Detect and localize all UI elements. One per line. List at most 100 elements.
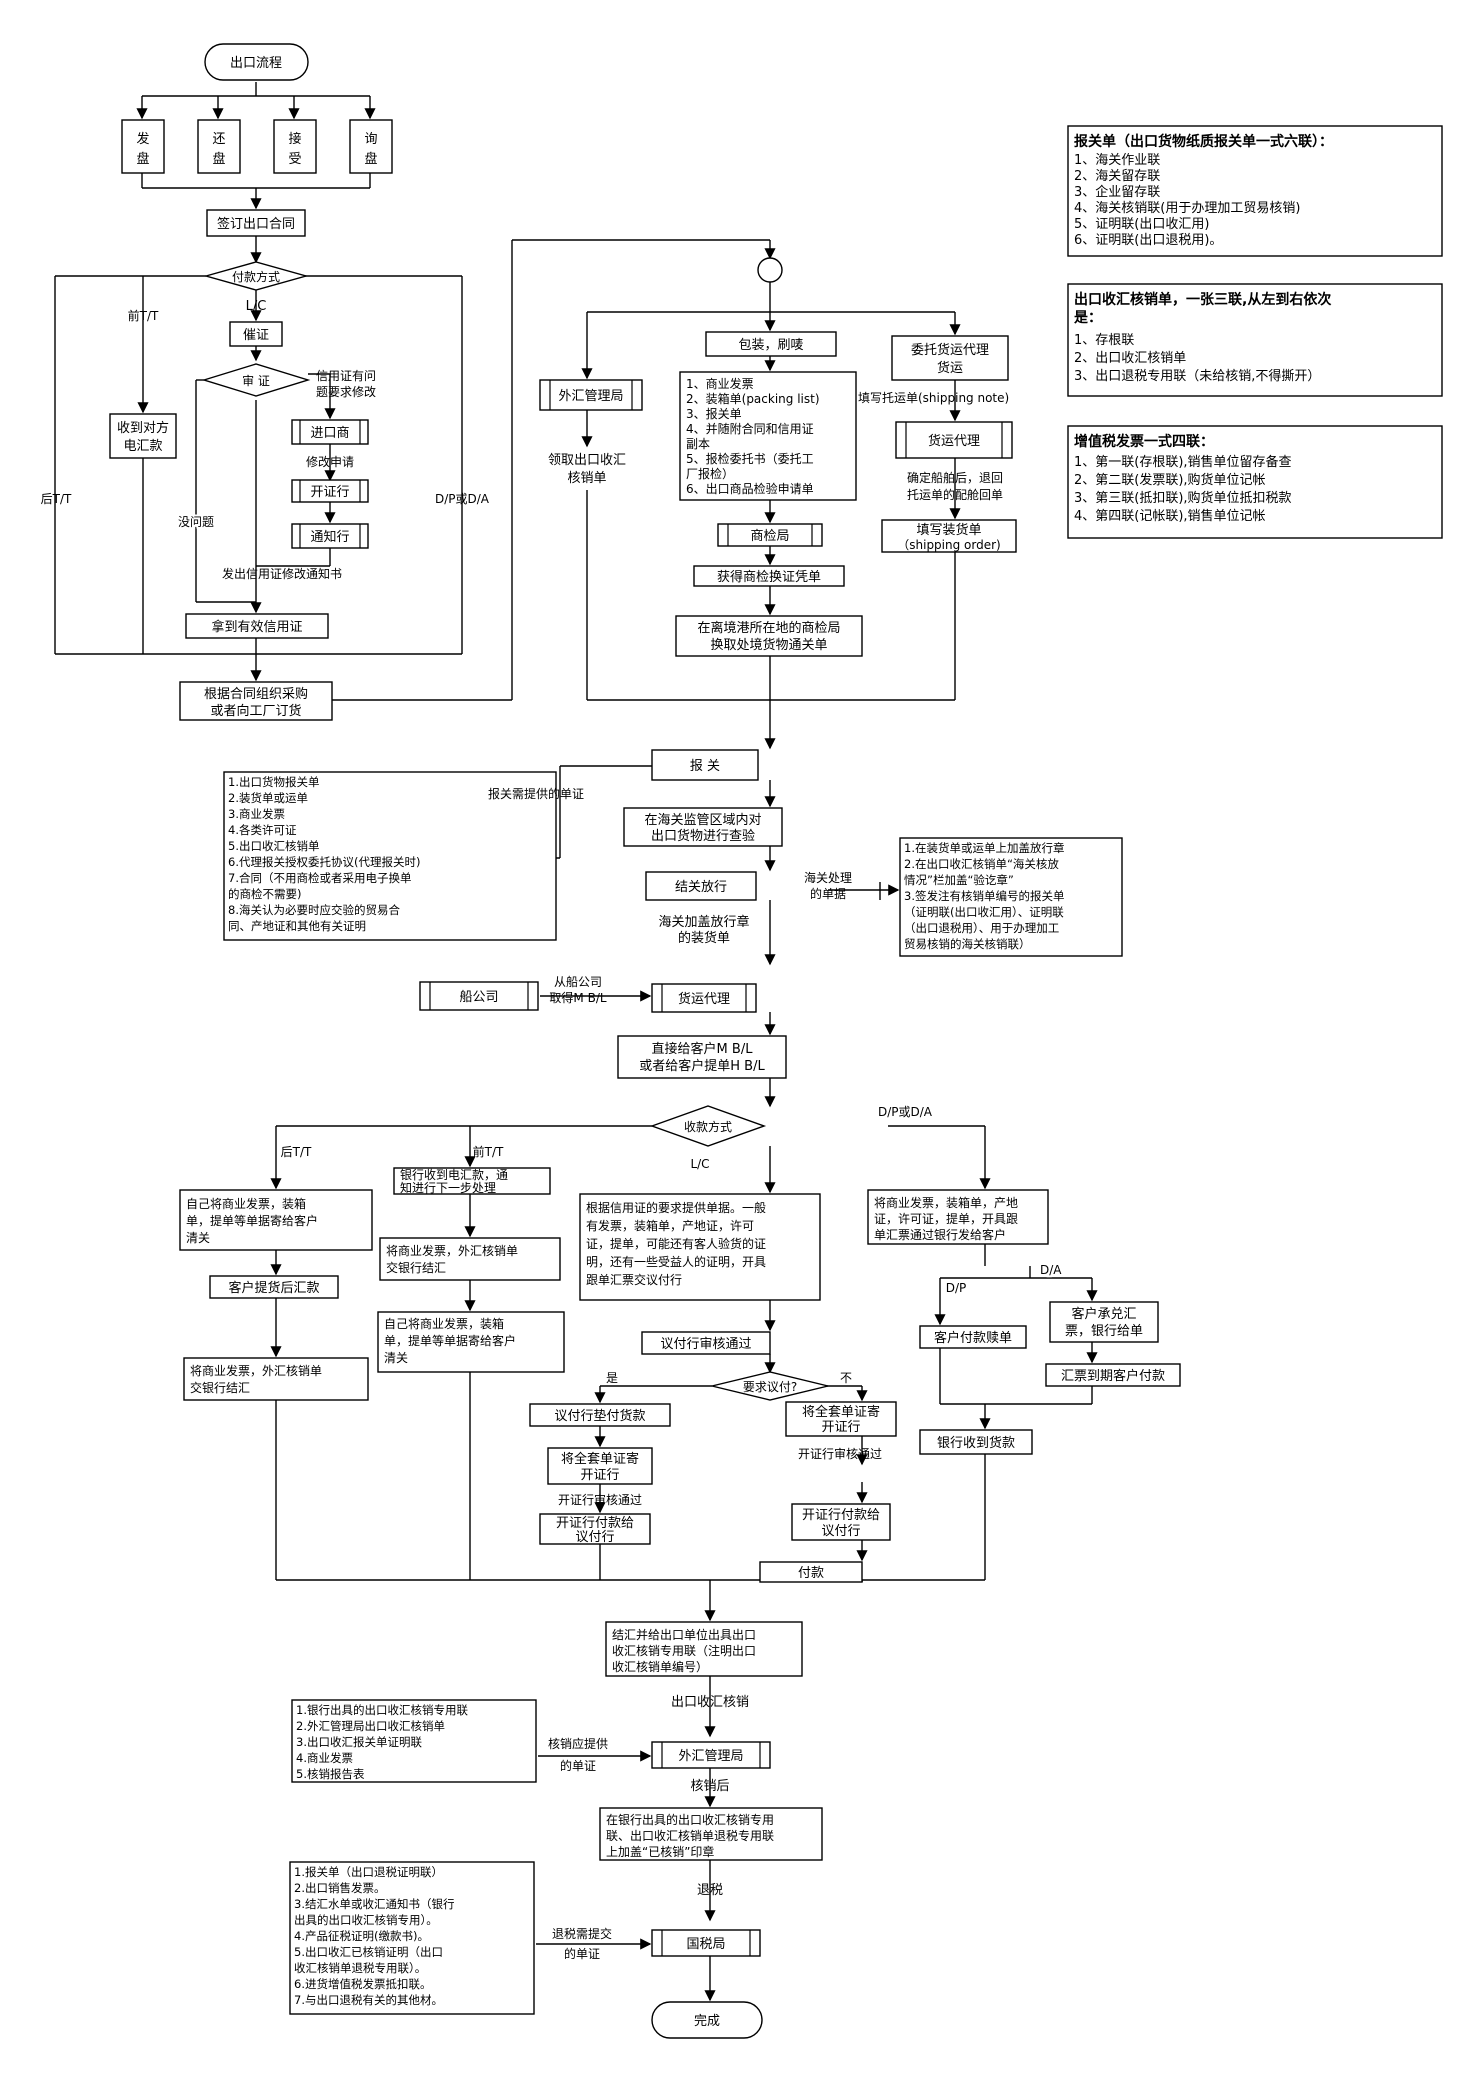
- verify-docs-2: 2.外汇管理局出口收汇核销单: [296, 1719, 445, 1733]
- shipping-order-2: （shipping order): [897, 538, 1000, 552]
- customer-pays-dp-box: [919, 1325, 1027, 1349]
- refund-docs-5: 4.产品征税证明(缴款书)。: [294, 1929, 429, 1943]
- note2-item-1: 1、存根联: [1074, 333, 1134, 348]
- stamp-verified-2: 联、出口收汇核销单退税专用联: [606, 1828, 774, 1843]
- entrust-agent-2: 货运: [937, 360, 963, 376]
- procure-2: 或者向工厂订货: [210, 703, 301, 719]
- note3-item-4: 4、第四联(记帐联),销售单位记帐: [1074, 508, 1266, 524]
- verify-docs-label-1: 核销应提供: [548, 1736, 608, 1751]
- lc-issue-note-1: 信用证有问: [316, 369, 376, 383]
- refund-docs-9: 7.与出口退税有关的其他材。: [294, 1993, 443, 2007]
- note1-item-1: 1、海关作业联: [1074, 153, 1160, 168]
- issuer-pays-nego2-2: 议付行: [821, 1524, 860, 1539]
- shipping-order-box: [881, 519, 1017, 553]
- amend-notice-label: 发出信用证修改通知书: [222, 566, 342, 581]
- inspection-box: [717, 523, 823, 547]
- forex-bureau-label: 外汇管理局: [558, 389, 623, 404]
- customs-docs-2: 2.在出口收汇核销单“海关核放: [904, 857, 1059, 871]
- refund-docs-3: 3.结汇水单或收汇通知书（银行: [294, 1897, 454, 1911]
- declare-docs-box: [223, 771, 557, 941]
- release-box: [645, 871, 757, 901]
- dpda-label-2: D/P或D/A: [878, 1105, 933, 1119]
- note1-item-5: 5、证明联(出口收汇用): [1074, 217, 1209, 232]
- forex-bureau2-box: [651, 1741, 771, 1769]
- customer-pays-dp-label: 客户付款赎单: [934, 1330, 1012, 1346]
- nego-box-4: [349, 119, 393, 174]
- valid-lc-box: [185, 613, 329, 639]
- dpda-label-top: D/P或D/A: [435, 492, 490, 506]
- yes-label: 是: [606, 1371, 618, 1385]
- issuing-bank-box: [291, 479, 369, 503]
- freight-agent-box: [895, 421, 1013, 459]
- docs-list-2: 2、装箱单(packing list): [686, 391, 820, 406]
- pre-tt-send-1: 自己将商业发票，装箱: [384, 1316, 504, 1331]
- declare-docs-3: 3.商业发票: [228, 807, 285, 821]
- nego-pays-box: [529, 1403, 671, 1427]
- note1-box: [1067, 125, 1443, 257]
- send-docs-no-2: 开证行: [821, 1420, 860, 1435]
- importer-label: 进口商: [310, 426, 349, 441]
- verify-docs-1: 1.银行出具的出口收汇核销专用联: [296, 1703, 468, 1717]
- stamp-verified-1: 在银行出具的出口收汇核销专用: [606, 1812, 774, 1827]
- clearance-box: [675, 615, 863, 657]
- docs-list-7: 厂报检）: [686, 466, 734, 481]
- no-problem-label: 没问题: [178, 514, 214, 529]
- bank-receive-2: 知进行下一步处理: [400, 1181, 496, 1195]
- declare-box: [651, 749, 759, 781]
- freight-agent2-label: 货运代理: [678, 991, 730, 1007]
- bank-got-payment-box: [919, 1429, 1033, 1455]
- customer-accepts-box: [1049, 1301, 1159, 1343]
- pre-tt-label: 前T/T: [128, 308, 159, 323]
- importer-box: [291, 419, 369, 445]
- entrust-agent-box: [891, 335, 1009, 381]
- advising-bank-label: 通知行: [310, 529, 349, 545]
- issuer-pays-nego-1: 开证行付款给: [556, 1516, 634, 1531]
- post-tt-settle-1: 将商业发票，外汇核销单: [190, 1363, 322, 1378]
- customs-docs-1: 1.在装货单或运单上加盖放行章: [904, 841, 1064, 855]
- refund-docs-6: 5.出口收汇已核销证明（出口: [294, 1945, 443, 1959]
- procure-box: [179, 681, 333, 721]
- sign-contract-label: 签订出口合同: [217, 216, 295, 232]
- declare-label: 报 关: [690, 759, 720, 774]
- collect-method-label: 收款方式: [684, 1119, 732, 1134]
- customer-accepts-2: 票，银行给单: [1065, 1324, 1143, 1339]
- nego-4-a: 询: [364, 132, 377, 147]
- note1-item-6: 6、证明联(出口退税用)。: [1074, 233, 1222, 248]
- declare-docs-5: 5.出口收汇核销单: [228, 839, 319, 853]
- forex-bureau-box: [539, 379, 643, 411]
- declare-docs-6: 6.代理报关授权委托协议(代理报关时): [228, 855, 420, 869]
- dpda-text-2: 证，许可证，提单，开具跟: [874, 1211, 1018, 1226]
- issuer-pays-nego-2: 议付行: [575, 1530, 614, 1545]
- stamped-bill-2: 的装货单: [678, 930, 730, 946]
- nego-pays-label: 议付行垫付货款: [554, 1408, 645, 1424]
- send-docs-no-1: 将全套单证寄: [802, 1404, 880, 1420]
- note3-box: [1067, 425, 1443, 539]
- note3-item-1: 1、第一联(存根联),销售单位留存备查: [1074, 454, 1292, 470]
- declare-docs-label: 报关需提供的单证: [488, 786, 584, 801]
- lc-issue-note-2: 题要求修改: [316, 384, 376, 399]
- dp-label: D/P: [946, 1281, 967, 1295]
- nego-box-1: [121, 119, 165, 174]
- bank-receive-1: 银行收到电汇款，通: [400, 1168, 508, 1182]
- give-bl-1: 直接给客户M B/L: [652, 1041, 754, 1057]
- pay-box: [759, 1561, 863, 1583]
- shipping-company-label: 船公司: [459, 990, 498, 1005]
- docs-list-8: 6、出口商品检验申请单: [686, 481, 814, 496]
- note3-item-3: 3、第三联(抵扣联),购货单位抵扣税款: [1074, 490, 1292, 506]
- connector-node: [757, 257, 783, 283]
- nego-2-b: 盘: [212, 151, 225, 167]
- note2-box: [1067, 283, 1443, 397]
- lc-docs-5: 跟单汇票交议付行: [586, 1272, 682, 1287]
- confirm-ship-1: 确定船舶后，退回: [907, 470, 1003, 485]
- send-docs-yes-2: 开证行: [580, 1468, 619, 1483]
- customs-inspect-box: [623, 807, 783, 847]
- customs-docs-4: 3.签发注有核销单编号的报关单: [904, 889, 1064, 903]
- note1-item-3: 3、企业留存联: [1074, 184, 1160, 200]
- verify-docs-3: 3.出口收汇报关单证明联: [296, 1735, 422, 1749]
- send-docs-yes-box: [547, 1447, 653, 1485]
- post-tt-text-2: 单，提单等单据寄给客户: [186, 1213, 318, 1228]
- export-verify-label: 出口收汇核销: [671, 1695, 749, 1710]
- no-label: 不: [840, 1371, 852, 1385]
- stamp-verified-3: 上加盖“已核销”印章: [606, 1844, 714, 1859]
- give-bl-box: [617, 1035, 787, 1079]
